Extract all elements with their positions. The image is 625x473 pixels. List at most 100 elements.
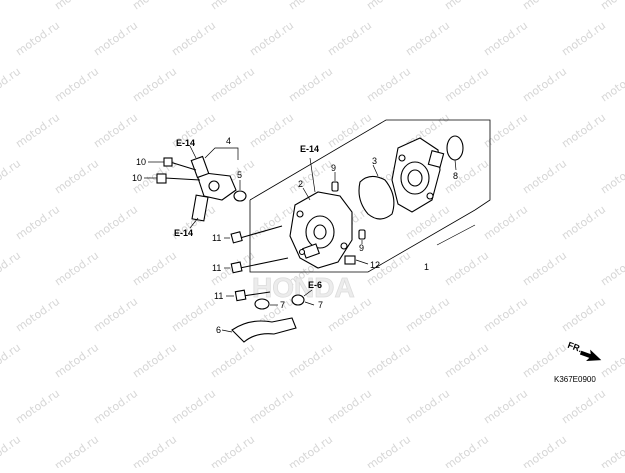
o-ring-8 — [446, 135, 464, 161]
water-pump-cover — [289, 191, 353, 269]
watermark-text: motod.ru — [598, 65, 625, 105]
watermark-text: motod.ru — [598, 341, 625, 381]
water-joint — [156, 155, 247, 222]
hose-6 — [231, 317, 297, 343]
callout-11c: 11 — [214, 291, 223, 301]
dowel-pin-9-top — [331, 181, 339, 192]
watermark-text: motod.ru — [481, 387, 530, 427]
callout-5: 5 — [237, 170, 242, 180]
watermark-text: motod.ru — [559, 111, 608, 151]
watermark-text: motod.ru — [520, 249, 569, 289]
leader-2 — [302, 187, 311, 201]
watermark-text: motod.ru — [481, 111, 530, 151]
watermark-text: motod.ru — [130, 433, 179, 468]
watermark-text: motod.ru — [208, 65, 257, 105]
ref-e6: E-6 — [308, 280, 322, 290]
watermark-text: motod.ru — [130, 65, 179, 105]
watermark-text: motod.ru — [208, 0, 257, 12]
watermark-text: motod.ru — [52, 341, 101, 381]
watermark-text: motod.ru — [442, 0, 491, 12]
callout-8: 8 — [453, 171, 458, 181]
callout-7b: 7 — [318, 300, 323, 310]
watermark-text: motod.ru — [0, 157, 23, 197]
watermark-text: motod.ru — [52, 157, 101, 197]
watermark-text: motod.ru — [364, 0, 413, 12]
watermark-text: motod.ru — [0, 0, 23, 12]
watermark-text: motod.ru — [598, 433, 625, 468]
watermark-text: motod.ru — [403, 295, 452, 335]
callout-7a: 7 — [280, 300, 285, 310]
leader-4 — [204, 147, 239, 160]
callout-9a: 9 — [331, 163, 336, 173]
watermark-text: motod.ru — [169, 387, 218, 427]
watermark-text: motod.ru — [559, 387, 608, 427]
watermark-text: motod.ru — [364, 341, 413, 381]
watermark-text: motod.ru — [403, 387, 452, 427]
o-ring-3 — [358, 175, 395, 220]
watermark-text: motod.ru — [481, 295, 530, 335]
watermark-text: motod.ru — [403, 19, 452, 59]
callout-6: 6 — [216, 325, 221, 335]
watermark-text: motod.ru — [442, 249, 491, 289]
watermark-text: motod.ru — [247, 203, 296, 243]
pump-body — [391, 137, 445, 213]
watermark-text: motod.ru — [442, 341, 491, 381]
watermark-text: motod.ru — [13, 203, 62, 243]
leader-6 — [221, 329, 233, 333]
watermark-text: motod.ru — [325, 387, 374, 427]
front-arrow-icon — [579, 349, 602, 361]
watermark-text: motod.ru — [91, 295, 140, 335]
assembly-frame — [249, 119, 491, 211]
watermark-text: motod.ru — [52, 249, 101, 289]
watermark-text: motod.ru — [247, 387, 296, 427]
leader-7b — [304, 301, 315, 306]
watermark-text: motod.ru — [13, 295, 62, 335]
leader-1 — [436, 224, 476, 246]
watermark-text: motod.ru — [286, 0, 335, 12]
clamp-7a — [254, 298, 270, 310]
watermark-text: motod.ru — [208, 341, 257, 381]
callout-11a: 11 — [212, 233, 221, 243]
watermark-text: motod.ru — [0, 249, 23, 289]
watermark-text: motod.ru — [91, 203, 140, 243]
watermark-text: motod.ru — [0, 433, 23, 468]
watermark-text: motod.ru — [559, 295, 608, 335]
watermark-text: motod.ru — [286, 433, 335, 468]
watermark-text: motod.ru — [52, 0, 101, 12]
callout-11b: 11 — [212, 263, 221, 273]
watermark-text: motod.ru — [130, 341, 179, 381]
watermark-text: motod.ru — [13, 387, 62, 427]
watermark-text: motod.ru — [52, 433, 101, 468]
callout-10b: 10 — [132, 173, 142, 183]
callout-12: 12 — [370, 260, 380, 270]
watermark-text: motod.ru — [169, 295, 218, 335]
callout-1: 1 — [424, 262, 429, 272]
watermark-text: motod.ru — [325, 19, 374, 59]
diagram-code: K367E0900 — [554, 375, 596, 384]
watermark-text: motod.ru — [286, 65, 335, 105]
watermark-text: motod.ru — [442, 433, 491, 468]
ref-e14-top-left: E-14 — [176, 138, 195, 148]
watermark-text: motod.ru — [559, 203, 608, 243]
watermark-text: motod.ru — [130, 0, 179, 12]
watermark-text: motod.ru — [247, 111, 296, 151]
watermark-text: motod.ru — [598, 157, 625, 197]
assembly-frame-lower — [249, 200, 476, 273]
watermark-text: motod.ru — [520, 65, 569, 105]
leader-8 — [454, 159, 457, 171]
bolt-12 — [344, 255, 356, 265]
watermark-text: motod.ru — [325, 111, 374, 151]
callout-10a: 10 — [136, 157, 146, 167]
watermark-text: motod.ru — [481, 19, 530, 59]
leader-12 — [355, 259, 369, 265]
watermark-text: motod.ru — [364, 65, 413, 105]
callout-4: 4 — [226, 136, 231, 146]
watermark-text: motod.ru — [442, 65, 491, 105]
callout-9b: 9 — [359, 243, 364, 253]
watermark-text: motod.ru — [91, 111, 140, 151]
watermark-text: motod.ru — [247, 19, 296, 59]
ref-e14-bottom-left: E-14 — [174, 228, 193, 238]
watermark-text: motod.ru — [442, 157, 491, 197]
leader-3 — [372, 164, 379, 177]
